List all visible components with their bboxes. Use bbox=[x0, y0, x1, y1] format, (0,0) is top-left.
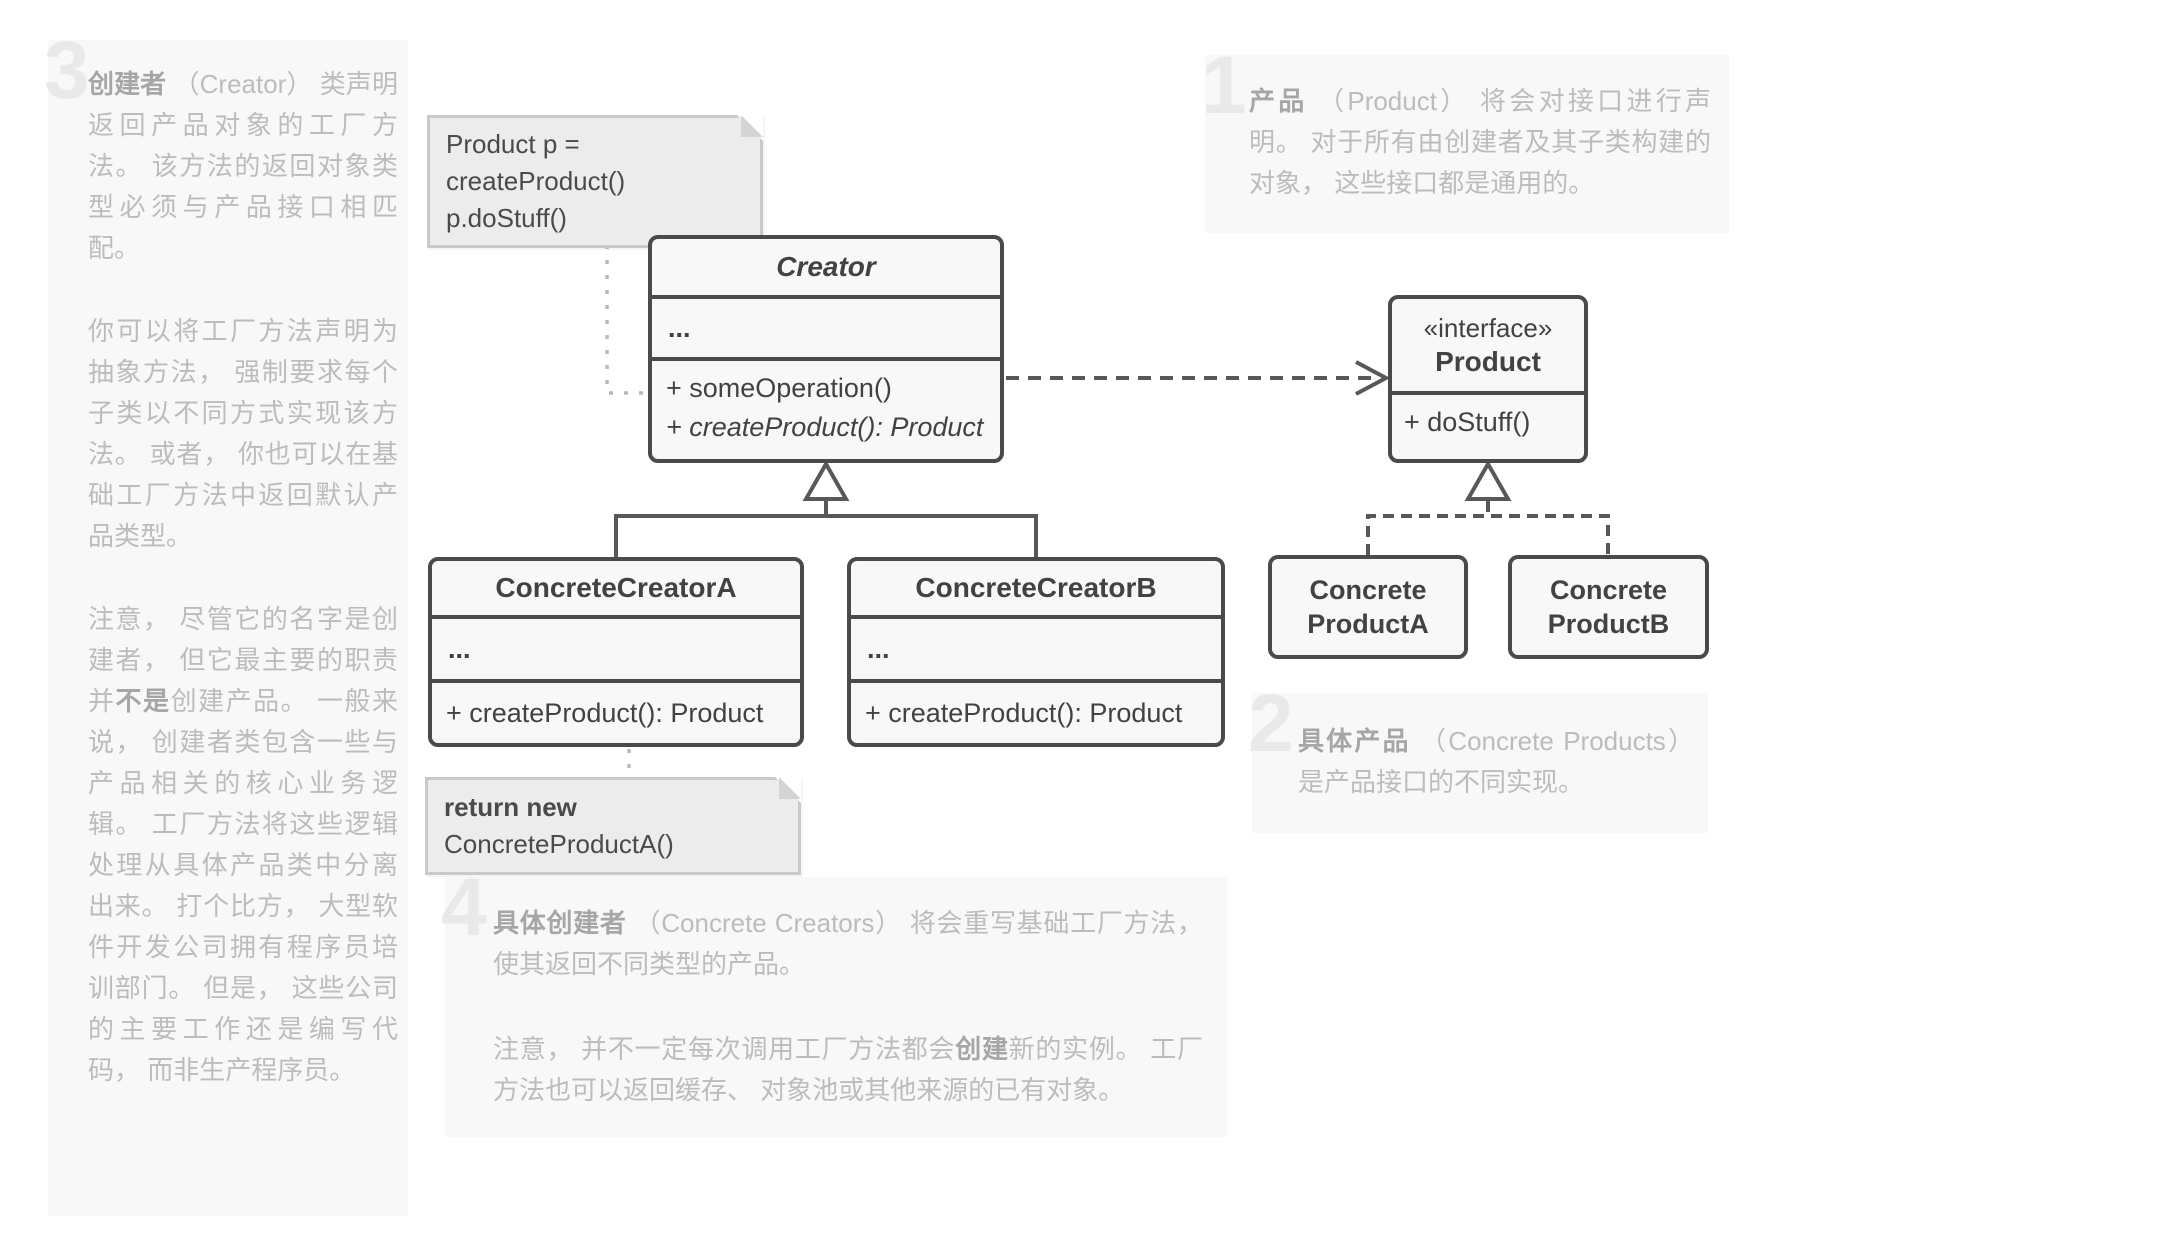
annotation-concrete-products-text: 具体产品 （Concrete Products） 是产品接口的不同实现。 bbox=[1252, 693, 1708, 803]
dependency-arrowhead-icon bbox=[1355, 360, 1391, 396]
annotation-number-2: 2 bbox=[1248, 678, 1294, 769]
class-title-line: Concrete bbox=[1309, 575, 1427, 605]
implementation-branch bbox=[1366, 514, 1610, 555]
class-fields-ellipsis: ... bbox=[652, 295, 1000, 357]
annotation-concrete-products-block: 2 具体产品 （Concrete Products） 是产品接口的不同实现。 bbox=[1248, 683, 1708, 833]
annotation-number-4: 4 bbox=[441, 862, 487, 953]
note-line: Product p = createProduct() bbox=[446, 129, 626, 196]
note-return-pseudocode: return new ConcreteProductA() bbox=[425, 777, 801, 875]
class-title-concrete-creator-b: ConcreteCreatorB bbox=[915, 572, 1157, 603]
emphasis-chuangjian: 创建 bbox=[955, 1034, 1009, 1064]
annotation-creator-text: 创建者 （Creator） 类声明返回产品对象的工厂方法。 该方法的返回对象类型… bbox=[48, 40, 408, 1091]
class-title-line: ProductA bbox=[1307, 609, 1429, 639]
uml-class-creator: Creator ... + someOperation() + createPr… bbox=[648, 235, 1004, 463]
inheritance-branch bbox=[614, 514, 1038, 557]
method-create-product-a: + createProduct(): Product bbox=[446, 697, 764, 728]
paragraph: 注意， 并不一定每次调用工厂方法都会创建新的实例。 工厂方法也可以返回缓存、 对… bbox=[493, 1029, 1203, 1111]
annotation-number-1: 1 bbox=[1201, 40, 1247, 131]
paragraph-text: 注意， 尽管它的名字是创建者， 但它最主要的职责并 bbox=[88, 604, 398, 716]
paragraph: 创建者 （Creator） 类声明返回产品对象的工厂方法。 该方法的返回对象类型… bbox=[88, 64, 398, 269]
uml-class-concrete-product-b: Concrete ProductB bbox=[1508, 555, 1709, 659]
uml-interface-product: «interface» Product + doStuff() bbox=[1388, 295, 1588, 463]
paragraph: 产品 （Product） 将会对接口进行声明。 对于所有由创建者及其子类构建的对… bbox=[1249, 81, 1711, 204]
paragraph-text: 新的实例。 工厂方法也可以返回缓存、 对象池或其他来源的已有对象。 bbox=[493, 1034, 1203, 1105]
emphasis-bu-shi: 不是 bbox=[115, 686, 171, 716]
class-fields-ellipsis: ... bbox=[851, 615, 1221, 679]
paragraph: 你可以将工厂方法声明为抽象方法， 强制要求每个子类以不同方式实现该方法。 或者，… bbox=[88, 311, 398, 557]
paragraph: 具体创建者 （Concrete Creators） 将会重写基础工厂方法， 使其… bbox=[493, 903, 1203, 985]
uml-class-concrete-creator-b: ConcreteCreatorB ... + createProduct(): … bbox=[847, 557, 1225, 747]
term-concrete-creators: 具体创建者 bbox=[493, 908, 627, 938]
uml-class-concrete-creator-a: ConcreteCreatorA ... + createProduct(): … bbox=[428, 557, 804, 747]
implementation-triangle-icon bbox=[1464, 459, 1512, 501]
paragraph: 具体产品 （Concrete Products） 是产品接口的不同实现。 bbox=[1298, 721, 1694, 803]
note-keyword: return new bbox=[444, 792, 577, 822]
class-title-line: ProductB bbox=[1547, 609, 1670, 639]
annotation-number-3: 3 bbox=[44, 25, 90, 116]
class-title-line: Concrete bbox=[1549, 575, 1668, 605]
annotation-product-text: 产品 （Product） 将会对接口进行声明。 对于所有由创建者及其子类构建的对… bbox=[1205, 55, 1729, 204]
term-product: 产品 bbox=[1249, 86, 1308, 116]
method-some-operation: + someOperation() bbox=[666, 373, 892, 403]
note-fold-back-icon bbox=[741, 115, 763, 137]
term-concrete-products: 具体产品 bbox=[1298, 726, 1411, 756]
annotation-product-block: 1 产品 （Product） 将会对接口进行声明。 对于所有由创建者及其子类构建… bbox=[1201, 45, 1729, 233]
note-call-pseudocode: Product p = createProduct() p.doStuff() bbox=[427, 115, 763, 248]
note-line: p.doStuff() bbox=[446, 203, 567, 233]
stereotype-interface: «interface» bbox=[1423, 313, 1553, 343]
paragraph-text: （Product） 将会对接口进行声明。 对于所有由创建者及其子类构建的对象， … bbox=[1249, 86, 1711, 198]
note-fold-back-icon bbox=[779, 777, 801, 799]
annotation-creator-block: 3 创建者 （Creator） 类声明返回产品对象的工厂方法。 该方法的返回对象… bbox=[44, 30, 408, 1216]
paragraph-text: 注意， 并不一定每次调用工厂方法都会 bbox=[493, 1034, 956, 1064]
paragraph: 注意， 尽管它的名字是创建者， 但它最主要的职责并不是创建产品。 一般来说， 创… bbox=[88, 599, 398, 1091]
class-title-product: Product bbox=[1435, 346, 1541, 377]
paragraph-text: （Concrete Products） 是产品接口的不同实现。 bbox=[1298, 726, 1694, 797]
annotation-concrete-creators-block: 4 具体创建者 （Concrete Creators） 将会重写基础工厂方法， … bbox=[441, 867, 1227, 1137]
method-do-stuff: + doStuff() bbox=[1404, 407, 1531, 437]
term-creator: 创建者 bbox=[88, 69, 167, 99]
uml-class-concrete-product-a: Concrete ProductA bbox=[1268, 555, 1468, 659]
paragraph-text: （Creator） 类声明返回产品对象的工厂方法。 该方法的返回对象类型必须与产… bbox=[88, 69, 398, 263]
note-line: ConcreteProductA() bbox=[444, 829, 674, 859]
paragraph-text: 你可以将工厂方法声明为抽象方法， 强制要求每个子类以不同方式实现该方法。 或者，… bbox=[88, 316, 398, 551]
paragraph-text: （Concrete Creators） 将会重写基础工厂方法， 使其返回不同类型… bbox=[493, 908, 1203, 979]
class-title-creator: Creator bbox=[776, 251, 876, 282]
paragraph-text: 创建产品。 一般来说， 创建者类包含一些与产品相关的核心业务逻辑。 工厂方法将这… bbox=[88, 686, 398, 1085]
annotation-concrete-creators-text: 具体创建者 （Concrete Creators） 将会重写基础工厂方法， 使其… bbox=[445, 877, 1227, 1111]
class-title-concrete-creator-a: ConcreteCreatorA bbox=[495, 572, 737, 603]
class-fields-ellipsis: ... bbox=[432, 615, 800, 679]
inheritance-triangle-icon bbox=[802, 459, 850, 501]
method-create-product-abstract: + createProduct(): Product bbox=[666, 412, 984, 442]
method-create-product-b: + createProduct(): Product bbox=[865, 697, 1183, 728]
